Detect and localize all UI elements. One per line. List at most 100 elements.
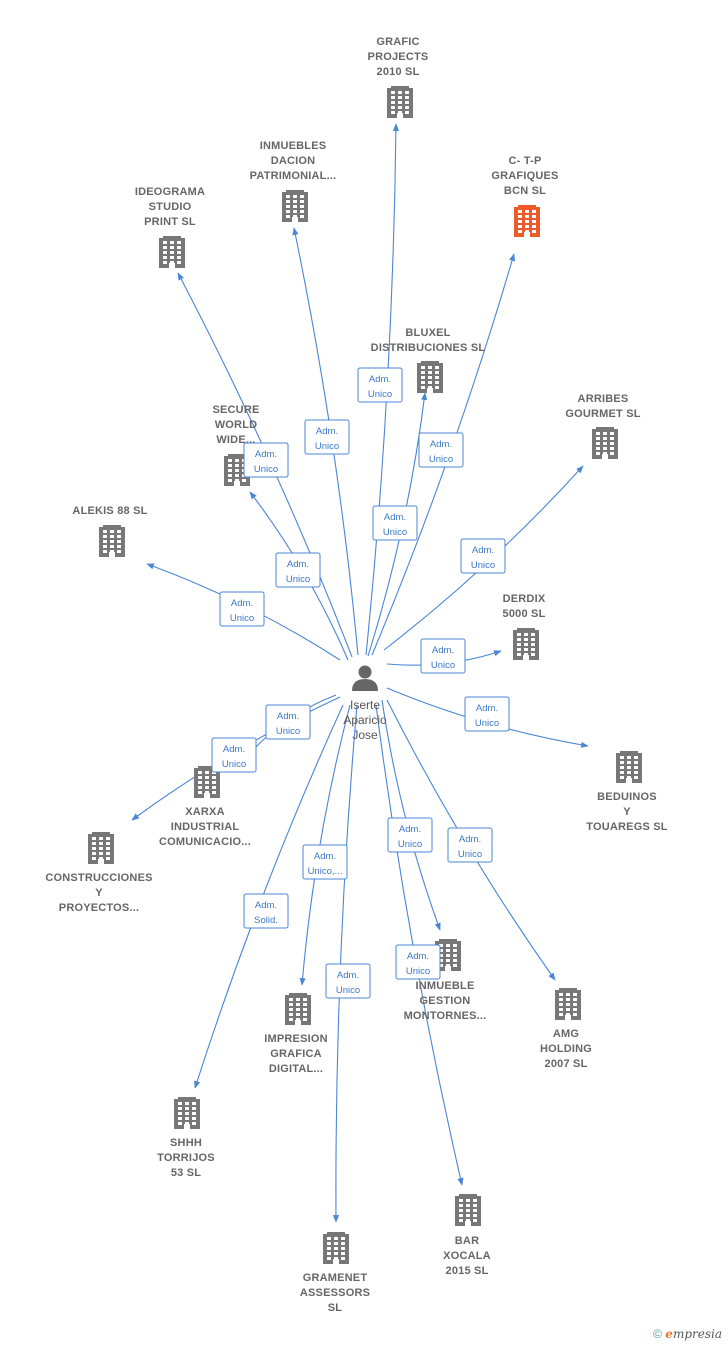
relation-badge-bar[interactable]: Adm.Unico <box>395 944 441 980</box>
copyright-symbol: © <box>653 1327 662 1341</box>
empresia-logo[interactable]: empresia <box>665 1327 722 1341</box>
relation-badge-alekis[interactable]: Adm.Unico <box>219 591 265 627</box>
relation-label-line: Unico <box>286 574 310 585</box>
building-icon[interactable] <box>616 751 642 783</box>
building-icon[interactable] <box>555 988 581 1020</box>
building-icon[interactable] <box>513 628 539 660</box>
building-icon[interactable] <box>592 427 618 459</box>
relation-label-line: Adm. <box>369 374 391 385</box>
relation-badge-bluxel[interactable]: Adm.Unico <box>372 505 418 541</box>
relation-badge-ctp[interactable]: Adm.Unico <box>418 432 464 468</box>
relation-label-line: Unico <box>406 966 430 977</box>
relation-label-line: Unico <box>383 527 407 538</box>
building-icon[interactable] <box>387 86 413 118</box>
building-icon[interactable] <box>417 361 443 393</box>
relation-label-line: Unico <box>398 839 422 850</box>
building-icon[interactable] <box>455 1194 481 1226</box>
company-label[interactable]: ALEKIS 88 SL <box>72 505 147 517</box>
relation-label: Adm.Unico <box>286 559 310 585</box>
relation-badge-impresion[interactable]: Adm.Unico,... <box>302 844 348 880</box>
relation-label: Adm.Solid. <box>254 900 278 926</box>
company-label-line: GRAFICA <box>270 1048 322 1060</box>
relation-badge-beduinos[interactable]: Adm.Unico <box>464 696 510 732</box>
relation-badge-construcciones[interactable]: Adm.Unico <box>211 737 257 773</box>
relation-badge-grafic[interactable]: Adm.Unico <box>357 367 403 403</box>
building-icon[interactable] <box>99 525 125 557</box>
relation-badge-ideograma[interactable]: Adm.Unico <box>243 442 289 478</box>
relation-badge-derdix[interactable]: Adm.Unico <box>420 638 466 674</box>
building-icon[interactable] <box>159 236 185 268</box>
company-label-line: C- T-P <box>509 155 542 167</box>
relation-label: Adm.Unico <box>315 426 339 452</box>
relation-label-line: Adm. <box>231 598 253 609</box>
company-label-line: TORRIJOS <box>157 1152 215 1164</box>
relation-badge-gramenet[interactable]: Adm.Unico <box>325 963 371 999</box>
relation-label-line: Unico <box>222 759 246 770</box>
building-icon[interactable] <box>285 993 311 1025</box>
relation-label-line: Adm. <box>472 545 494 556</box>
building-icon[interactable] <box>514 205 540 237</box>
company-label-line: INMUEBLE <box>415 980 474 992</box>
company-label-line: TOUAREGS SL <box>586 821 668 833</box>
relation-badge-inmueble-gestion[interactable]: Adm.Unico <box>387 817 433 853</box>
relation-badge-secure[interactable]: Adm.Unico <box>275 552 321 588</box>
relation-label-line: Unico <box>276 726 300 737</box>
company-node-alekis[interactable]: ALEKIS 88 SL <box>72 505 147 557</box>
relation-label-line: Adm. <box>476 703 498 714</box>
building-icon[interactable] <box>323 1232 349 1264</box>
company-label-line: PATRIMONIAL... <box>250 170 337 182</box>
relation-badge-shhh[interactable]: Adm.Solid. <box>243 893 289 929</box>
company-label-line: PROJECTS <box>368 51 429 63</box>
relation-label-line: Unico <box>336 985 360 996</box>
building-icon[interactable] <box>282 190 308 222</box>
relation-label-line: Adm. <box>459 834 481 845</box>
company-label-line: WORLD <box>215 419 258 431</box>
building-icon[interactable] <box>88 832 114 864</box>
building-icon[interactable] <box>174 1097 200 1129</box>
relation-badge-amg[interactable]: Adm.Unico <box>447 827 493 863</box>
relation-badge-arribes[interactable]: Adm.Unico <box>460 538 506 574</box>
person-icon[interactable] <box>352 665 378 692</box>
company-label-line: DISTRIBUCIONES SL <box>371 342 486 354</box>
company-label-line: XOCALA <box>443 1250 491 1262</box>
relation-label: Adm.Unico <box>458 834 482 860</box>
relation-badge-xarxa[interactable]: Adm.Unico <box>265 704 311 740</box>
relation-badge-inmuebles-dacion[interactable]: Adm.Unico <box>304 419 350 455</box>
